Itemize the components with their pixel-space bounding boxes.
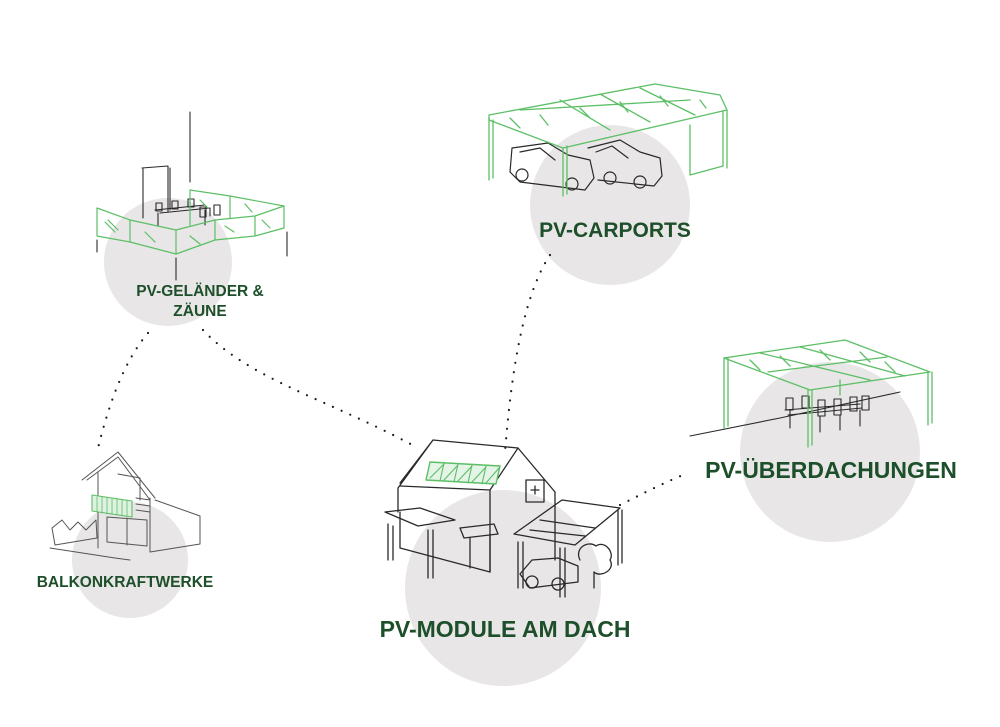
- carport-icon: [488, 83, 728, 197]
- label-pv-module-am-dach: PV-MODULE AM DACH: [379, 616, 631, 642]
- connectors: [96, 253, 690, 507]
- balcony-house-icon: [49, 451, 201, 561]
- label-pv-gelaender-line1: PV-GELÄNDER &: [136, 283, 264, 300]
- connector-gelaender-balkon: [96, 331, 150, 450]
- bubble-carports: [530, 125, 690, 285]
- bubble-gelaender: [104, 198, 232, 326]
- patio-canopy-icon: [689, 339, 933, 448]
- label-pv-gelaender-line2: ZÄUNE: [173, 303, 227, 320]
- house-roof-solar-icon: [384, 439, 623, 598]
- connector-module-ueber: [618, 471, 690, 507]
- label-balkonkraftwerke: BALKONKRAFTWERKE: [36, 574, 214, 591]
- label-pv-ueberdachungen: PV-ÜBERDACHUNGEN: [705, 457, 957, 483]
- connector-carports-module: [503, 253, 552, 454]
- label-pv-gelaender: PV-GELÄNDER & ZÄUNE: [100, 282, 300, 322]
- balcony-railing-icon: [96, 111, 288, 281]
- label-pv-carports: PV-CARPORTS: [539, 219, 691, 242]
- bubble-module: [405, 490, 601, 686]
- connector-gelaender-module: [201, 328, 420, 450]
- bubble-ueberdachungen: [740, 362, 920, 542]
